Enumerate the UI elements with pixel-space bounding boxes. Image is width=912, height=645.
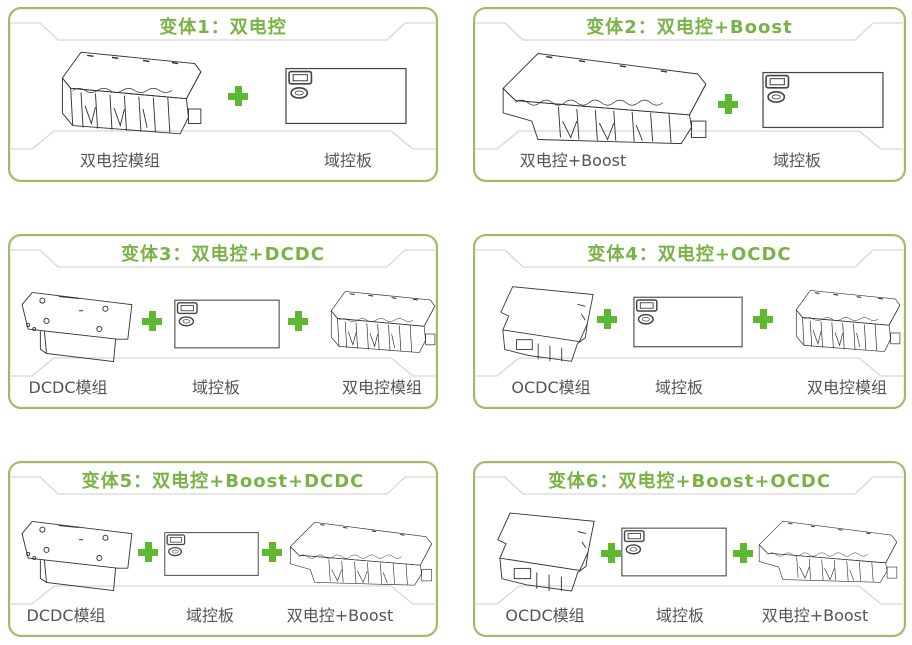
- plus-icon: [288, 311, 308, 331]
- component-label: OCDC模组: [511, 378, 591, 397]
- plus-icon: [142, 311, 162, 331]
- domain-controller-board-icon: [174, 298, 280, 350]
- variant-card-5: 变体5：双电控+Boost+DCDC DCDC模组 域控板 双电控+Boost: [8, 461, 438, 637]
- dcdc-module-icon: [18, 290, 140, 362]
- plus-icon: [138, 542, 158, 562]
- dual-inverter-boost-module-icon: [286, 517, 436, 587]
- variant-card-6: 变体6：双电控+Boost+OCDC OCDC模组 域控板 双电控+Boost: [473, 461, 906, 637]
- plus-icon: [262, 542, 282, 562]
- domain-controller-board-icon: [621, 525, 727, 579]
- variant-title: 变体4：双电控+OCDC: [587, 244, 792, 265]
- variant-title: 变体5：双电控+Boost+DCDC: [81, 471, 365, 492]
- dual-inverter-module-icon: [50, 49, 205, 137]
- plus-icon: [601, 543, 621, 563]
- domain-controller-board-icon: [633, 294, 743, 350]
- plus-icon: [733, 543, 753, 563]
- component-label: 双电控+Boost: [519, 151, 627, 170]
- component-label: DCDC模组: [28, 378, 108, 397]
- component-label: 双电控模组: [79, 151, 161, 170]
- component-label: 域控板: [655, 606, 705, 625]
- component-label: 域控板: [772, 151, 822, 170]
- variant-title: 变体2：双电控+Boost: [586, 17, 793, 38]
- domain-controller-board-icon: [164, 529, 259, 579]
- domain-controller-board-icon: [285, 67, 407, 125]
- plus-icon: [718, 94, 738, 114]
- dual-inverter-boost-module-icon: [497, 47, 712, 145]
- dual-inverter-boost-module-icon: [755, 513, 901, 587]
- dual-inverter-module-icon: [787, 288, 903, 354]
- variant-card-4: 变体4：双电控+OCDC OCDC模组 域控板 双电控模组: [473, 234, 906, 409]
- variant-title: 变体6：双电控+Boost+OCDC: [547, 471, 832, 492]
- component-label: 域控板: [654, 378, 704, 397]
- component-label: 双电控模组: [341, 378, 423, 397]
- component-label: 双电控+Boost: [761, 606, 869, 625]
- ocdc-module-icon: [487, 511, 605, 593]
- dcdc-module-icon: [18, 519, 140, 591]
- component-label: DCDC模组: [26, 606, 106, 625]
- plus-icon: [753, 309, 773, 329]
- variant-card-3: 变体3：双电控+DCDC DCDC模组 域控板 双电控模组: [8, 234, 438, 409]
- component-label: OCDC模组: [505, 606, 585, 625]
- variant-card-1: 变体1：双电控双电控模组 域控板: [8, 7, 438, 182]
- dual-inverter-module-icon: [322, 289, 438, 355]
- plus-icon: [597, 309, 617, 329]
- domain-controller-board-icon: [762, 71, 884, 129]
- ocdc-module-icon: [493, 284, 601, 364]
- component-label: 双电控模组: [806, 378, 888, 397]
- variant-card-2: 变体2：双电控+Boost 双电控+Boost 域控板: [473, 7, 906, 182]
- variant-title: 变体3：双电控+DCDC: [121, 244, 325, 265]
- component-label: 双电控+Boost: [286, 606, 394, 625]
- component-label: 域控板: [323, 151, 373, 170]
- variant-title: 变体1：双电控: [159, 17, 287, 38]
- component-label: 域控板: [185, 606, 235, 625]
- component-label: 域控板: [191, 378, 241, 397]
- plus-icon: [228, 86, 248, 106]
